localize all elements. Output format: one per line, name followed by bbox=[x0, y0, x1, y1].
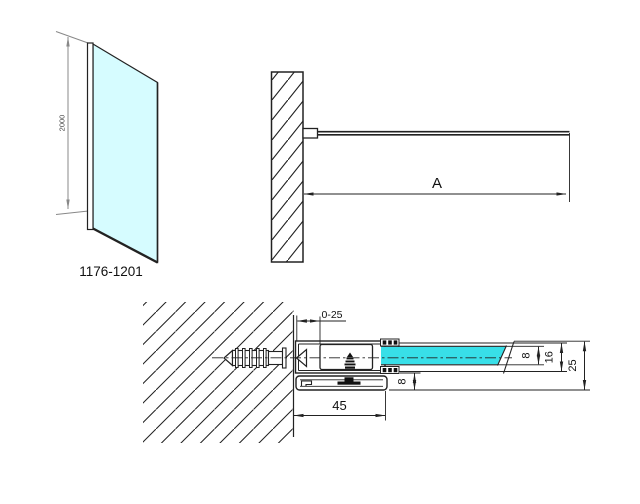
wall-offset-dim-label: 0-25 bbox=[321, 309, 342, 321]
plan-view: A bbox=[270, 71, 570, 263]
front-view: 2000 1176-1201 bbox=[55, 31, 159, 279]
glass-bottom-edge bbox=[92, 227, 159, 264]
glass-section bbox=[381, 341, 515, 374]
channel-height-dim-label: 16 bbox=[544, 351, 556, 363]
front-height-dim-label: 2000 bbox=[58, 115, 67, 132]
adjustment-screw bbox=[344, 352, 356, 369]
glass-pane-section bbox=[381, 346, 506, 365]
glass-thickness-dim-label: 8 bbox=[521, 352, 533, 358]
wall-hatched bbox=[270, 71, 304, 263]
front-width-range-label: 1176-1201 bbox=[79, 264, 143, 279]
extension-tick-bottom bbox=[55, 210, 94, 215]
dim-base-height: 8 bbox=[397, 372, 421, 391]
wall-hatch-section bbox=[143, 302, 294, 443]
wall-profile-section bbox=[294, 338, 400, 374]
cover-clip bbox=[300, 380, 313, 386]
profile-height-dim-label: 25 bbox=[567, 359, 579, 371]
dim-wall-offset: 0-25 bbox=[296, 309, 346, 344]
wall-profile-strip bbox=[86, 42, 94, 231]
gasket-ribs bbox=[382, 340, 398, 373]
dim-profile-height: 25 bbox=[389, 340, 590, 391]
section-view: 0-25 45 8 8 16 bbox=[143, 302, 590, 443]
dim-channel-height: 16 bbox=[504, 342, 567, 372]
dim-profile-width: 45 bbox=[293, 391, 386, 421]
dim-glass-thickness: 8 bbox=[498, 345, 544, 366]
profile-chamber bbox=[319, 343, 374, 371]
wall-profile-plan bbox=[302, 127, 319, 139]
profile-width-dim-label: 45 bbox=[332, 398, 346, 413]
glass-panel-front bbox=[92, 42, 159, 264]
base-height-dim-label: 8 bbox=[397, 378, 409, 384]
cover-inner-lines bbox=[300, 379, 383, 387]
screw-lower-flange bbox=[337, 377, 361, 385]
plan-width-dim-label: A bbox=[432, 175, 442, 192]
anchor-fin bbox=[242, 348, 246, 368]
cover-profile bbox=[295, 375, 388, 391]
glass-break-line bbox=[496, 345, 508, 366]
